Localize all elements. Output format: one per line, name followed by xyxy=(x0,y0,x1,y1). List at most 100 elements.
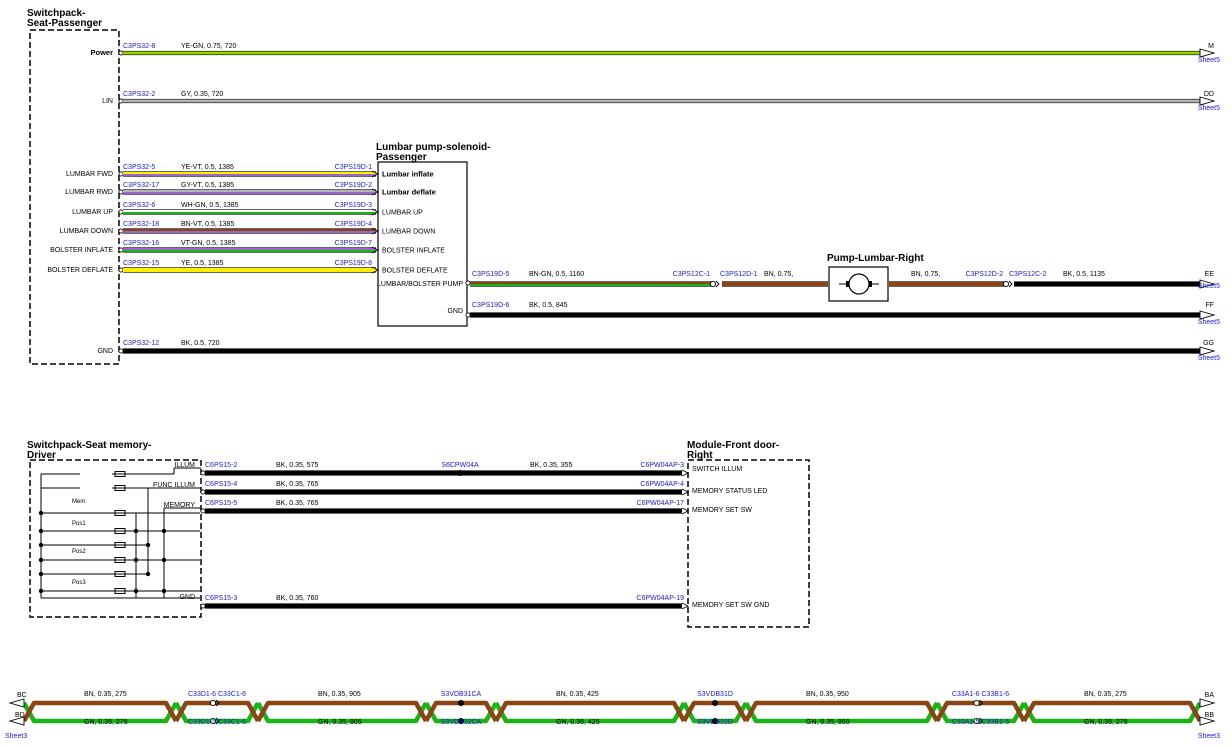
wire-pump-out-1-stripe xyxy=(470,284,712,286)
memory-pin-dot-illum xyxy=(200,470,206,476)
pin-dot-lumbar-up xyxy=(118,209,124,215)
wire-spec-pump-out-2: BN, 0.75, xyxy=(764,271,793,278)
conn-C3PS19D-2[interactable]: C3PS19D-2 xyxy=(335,182,372,189)
conn-C6PS15-3[interactable]: C6PS15-3 xyxy=(205,595,237,602)
node-label-top-3[interactable]: S3VDB31D xyxy=(697,691,733,698)
conn-C3PS19D-3[interactable]: C3PS19D-3 xyxy=(335,202,372,209)
conn-C3PS32-6[interactable]: C3PS32-6 xyxy=(123,202,155,209)
wire-bolster-inflate-stripe xyxy=(123,250,376,252)
wire-lin xyxy=(123,99,1200,103)
wire-lumbar-rwd-stripe xyxy=(123,192,376,194)
conn-C3PS12D-1[interactable]: C3PS12D-1 xyxy=(720,271,757,278)
offsheet-arrow-BC[interactable] xyxy=(8,698,25,708)
offsheet-arrow-EE[interactable] xyxy=(1199,279,1216,289)
conn-C3PS19D-7[interactable]: C3PS19D-7 xyxy=(335,240,372,247)
wire-spec-pump-gnd: BK, 0.5, 845 xyxy=(529,302,568,309)
sheet-link-GG[interactable]: Sheet5 xyxy=(1198,355,1220,362)
pin-arrow-bolster-deflate xyxy=(371,266,380,274)
node-label-top-1[interactable]: C33D1-6 C33C1-6 xyxy=(188,691,246,698)
splice-label-S6CPW04A[interactable]: S6CPW04A xyxy=(441,462,479,469)
offsheet-label-GG: GG xyxy=(1203,340,1214,347)
conn-C3PS19D-1[interactable]: C3PS19D-1 xyxy=(335,164,372,171)
node-label-top-4[interactable]: C33A1-6 C33B1-6 xyxy=(952,691,1009,698)
offsheet-arrow-GG[interactable] xyxy=(1199,346,1216,356)
conn-C3PS19D-8[interactable]: C3PS19D-8 xyxy=(335,260,372,267)
pin-lumbar-down: LUMBAR DOWN xyxy=(60,228,113,235)
pin-lumbar-up: LUMBAR UP xyxy=(72,209,113,216)
conn-C3PS32-17[interactable]: C3PS32-17 xyxy=(123,182,159,189)
offsheet-arrow-FF[interactable] xyxy=(1199,310,1216,320)
conn-C3PS32-2[interactable]: C3PS32-2 xyxy=(123,91,155,98)
pin-lumbar-fwd: LUMBAR FWD xyxy=(66,171,113,178)
inline-conn-c12-b xyxy=(715,280,720,288)
conn-C3PS32-15[interactable]: C3PS32-15 xyxy=(123,260,159,267)
inline-conn-top-4-a xyxy=(973,699,980,707)
switchpack-memory-box xyxy=(29,459,202,618)
memory-pin-illum: ILLUM xyxy=(174,462,195,469)
pin-lin: LIN xyxy=(102,98,113,105)
conn-C6PW04AP-19[interactable]: C6PW04AP-19 xyxy=(637,595,685,602)
pair-spec-top-4: BN, 0.35, 950 xyxy=(806,691,849,698)
offsheet-arrow-BA[interactable] xyxy=(1199,698,1216,708)
conn-C6PS15-4[interactable]: C6PS15-4 xyxy=(205,481,237,488)
door-pin-illum: SWITCH ILLUM xyxy=(692,466,742,473)
node-label-bottom-2[interactable]: S3VDB32CA xyxy=(441,719,482,726)
conn-C6PW04AP-4[interactable]: C6PW04AP-4 xyxy=(640,481,684,488)
conn-C3PS12C-1[interactable]: C3PS12C-1 xyxy=(673,271,710,278)
wire-pump-gnd xyxy=(470,313,1200,317)
offsheet-label-BA: BA xyxy=(1205,692,1215,699)
conn-C3PS32-18[interactable]: C3PS32-18 xyxy=(123,221,159,228)
pin-dot-bolster-deflate xyxy=(118,267,124,273)
conn-C3PS32-12[interactable]: C3PS32-12 xyxy=(123,340,159,347)
wire-spec-lumbar-rwd: GY-VT, 0.5, 1385 xyxy=(181,182,234,189)
sheet-link-DD[interactable]: Sheet5 xyxy=(1198,105,1220,112)
switch-label-pos1: Pos1 xyxy=(72,521,86,527)
sheet-link-FF[interactable]: Sheet5 xyxy=(1198,319,1220,326)
wire-spec-bolster-deflate: YE, 0.5, 1385 xyxy=(181,260,224,267)
motor-icon xyxy=(839,273,879,295)
splice-bottom-2 xyxy=(458,718,464,724)
pin-power: Power xyxy=(90,48,113,57)
conn-C6PW04AP-3[interactable]: C6PW04AP-3 xyxy=(640,462,684,469)
conn-C3PS32-8[interactable]: C3PS32-8 xyxy=(123,43,155,50)
conn-C6PW04AP-17[interactable]: C6PW04AP-17 xyxy=(637,500,685,507)
offsheet-arrow-M[interactable] xyxy=(1199,48,1216,58)
sheet-link-left[interactable]: Sheet3 xyxy=(5,733,27,740)
conn-C3PS12C-2[interactable]: C3PS12C-2 xyxy=(1009,271,1046,278)
memory-wire-spec-gnd: BK, 0.35, 760 xyxy=(276,595,319,602)
memory-pin-arrow-func-illum xyxy=(681,488,690,496)
memory-wire-func-illum xyxy=(205,490,682,494)
pair-spec-top-1: BN, 0.35, 275 xyxy=(84,691,127,698)
conn-C6PS15-5[interactable]: C6PS15-5 xyxy=(205,500,237,507)
offsheet-label-DD: DD xyxy=(1204,91,1214,98)
node-label-bottom-3[interactable]: S3VDB32D xyxy=(697,719,733,726)
conn-C3PS19D-5[interactable]: C3PS19D-5 xyxy=(472,271,509,278)
sheet-link-right[interactable]: Sheet3 xyxy=(1198,733,1220,740)
conn-C3PS19D-4[interactable]: C3PS19D-4 xyxy=(335,221,372,228)
node-label-bottom-1[interactable]: C33D1-5 C33C1-5 xyxy=(188,719,246,726)
wire-spec-gnd: BK, 0.5, 720 xyxy=(181,340,220,347)
wire-spec-pump-out-3: BN, 0.75, xyxy=(911,271,940,278)
pump-pin-bolster-deflate: BOLSTER DEFLATE xyxy=(382,268,448,275)
conn-C6PS15-2[interactable]: C6PS15-2 xyxy=(205,462,237,469)
pin-bolster-inflate: BOLSTER INFLATE xyxy=(50,247,113,254)
memory-pin-arrow-memory xyxy=(681,507,690,515)
sheet-link-M[interactable]: Sheet5 xyxy=(1198,57,1220,64)
offsheet-arrow-BB[interactable] xyxy=(1199,716,1216,726)
sheet-link-EE[interactable]: Sheet5 xyxy=(1198,283,1220,290)
conn-C3PS12D-2[interactable]: C3PS12D-2 xyxy=(966,271,1003,278)
offsheet-arrow-DD[interactable] xyxy=(1199,96,1216,106)
lumbar-pump-subtitle: Passenger xyxy=(376,152,427,163)
pump-gnd-dot xyxy=(465,312,471,318)
memory-wire-gnd xyxy=(205,604,682,608)
node-label-top-2[interactable]: S3VDB31CA xyxy=(441,691,482,698)
pair-spec-bottom-2: GN, 0.35, 905 xyxy=(318,719,362,726)
offsheet-arrow-BD[interactable] xyxy=(8,716,25,726)
node-label-bottom-4[interactable]: C33A1-5 C33B1-5 xyxy=(952,719,1009,726)
conn-C3PS32-5[interactable]: C3PS32-5 xyxy=(123,164,155,171)
wire-lumbar-up-stripe xyxy=(123,212,376,214)
offsheet-label-BB: BB xyxy=(1205,712,1215,719)
conn-C3PS32-16[interactable]: C3PS32-16 xyxy=(123,240,159,247)
conn-C3PS19D-6[interactable]: C3PS19D-6 xyxy=(472,302,509,309)
wire-spec-pump-out-1: BN-GN, 0.5, 1160 xyxy=(529,271,584,278)
